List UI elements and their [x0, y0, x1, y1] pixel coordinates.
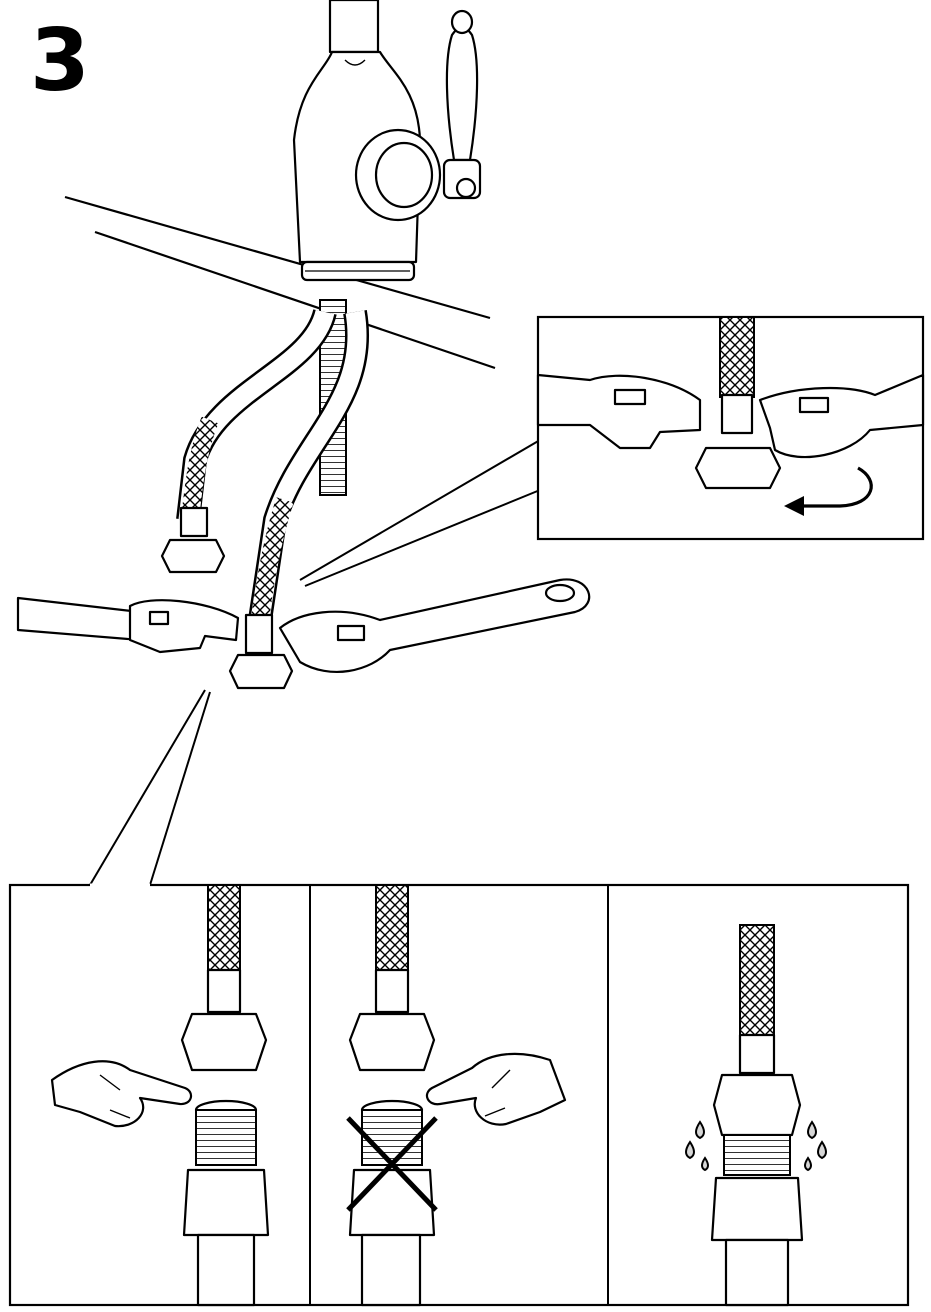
pointing-hand-icon	[425, 1052, 567, 1126]
supply-hoses	[160, 299, 369, 690]
incorrect-connection-panel	[346, 884, 567, 1307]
pointing-hand-icon	[50, 1060, 193, 1128]
left-hose-nut	[160, 538, 226, 574]
step-number: 3	[30, 11, 90, 111]
water-drops-icon	[685, 1120, 827, 1172]
faucet	[64, 0, 496, 370]
faucet-lever-handle	[445, 26, 479, 162]
wrench-tightening-detail	[536, 315, 925, 541]
cross-mark-icon	[346, 1116, 438, 1212]
countertop-bottom-line	[94, 230, 496, 370]
countertop-edge-line	[64, 195, 491, 320]
rotation-arrow-icon	[800, 466, 873, 508]
left-wrench	[16, 596, 240, 654]
detail-hose-nut	[694, 446, 782, 490]
right-wrench	[278, 578, 591, 673]
detail-panels	[8, 883, 910, 1307]
right-hose-nut	[228, 653, 294, 690]
leak-panel	[685, 924, 827, 1307]
correct-connection-panel	[50, 884, 270, 1307]
